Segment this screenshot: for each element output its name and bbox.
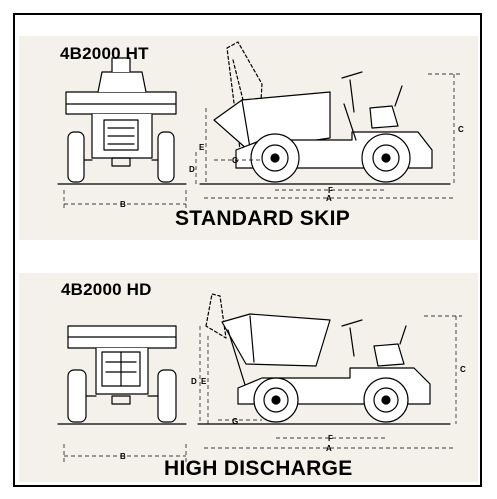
top-caption: STANDARD SKIP <box>175 207 351 230</box>
bottom-caption: HIGH DISCHARGE <box>164 457 353 480</box>
top-side-view <box>199 41 451 185</box>
bottom-dim-f: F <box>328 434 333 443</box>
top-dim-d: D <box>189 165 195 174</box>
bottom-dim-a: A <box>326 444 332 453</box>
top-front-view <box>57 57 187 185</box>
bottom-side-view <box>197 293 451 425</box>
bottom-dim-e: E <box>201 377 207 386</box>
top-dim-a: A <box>326 194 332 203</box>
top-dim-c: C <box>458 125 464 134</box>
top-dim-f: F <box>328 186 333 195</box>
bottom-model-label: 4B2000 HD <box>61 280 152 299</box>
top-dim-g: G <box>232 156 238 165</box>
top-dim-e: E <box>199 143 205 152</box>
bottom-dim-d: D <box>191 377 197 386</box>
bottom-dim-g: G <box>232 417 238 426</box>
bottom-dim-c: C <box>460 365 466 374</box>
top-dim-b: B <box>120 200 126 209</box>
bottom-front-view <box>57 325 187 425</box>
bottom-dim-b: B <box>120 452 126 461</box>
top-model-label: 4B2000 HT <box>60 44 149 63</box>
